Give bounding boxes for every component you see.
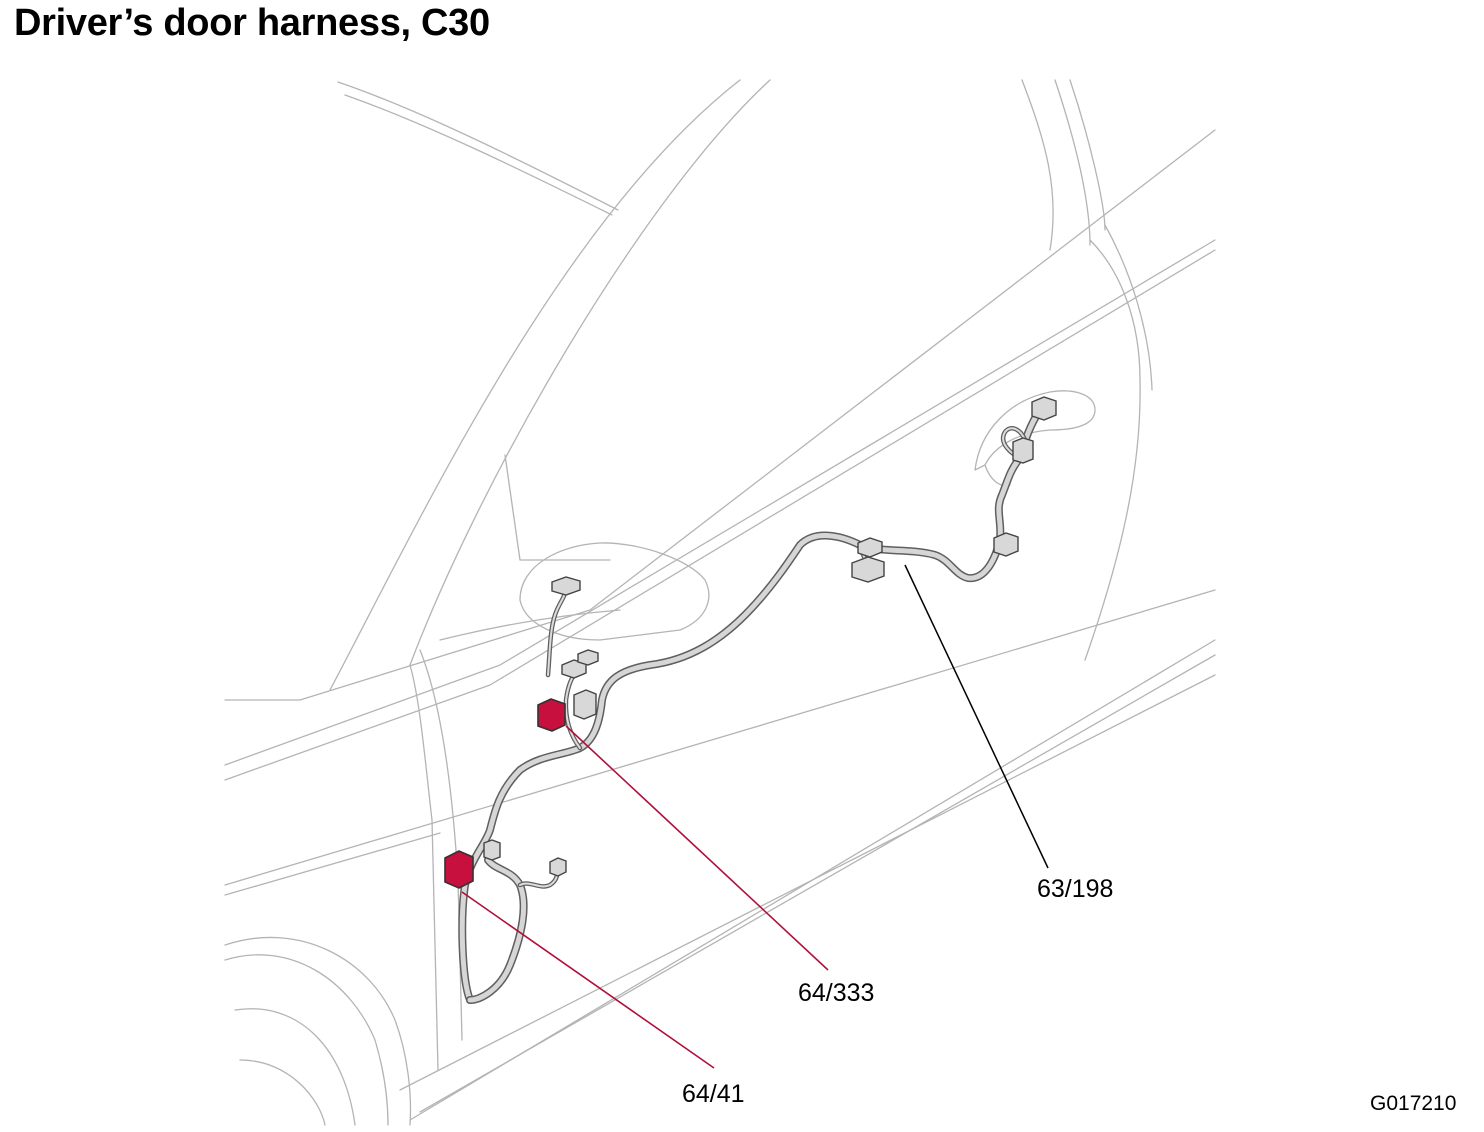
connector bbox=[857, 537, 883, 558]
callout-label-63-198: 63/198 bbox=[1037, 875, 1113, 903]
connector bbox=[573, 689, 597, 720]
car-body-outline bbox=[224, 79, 1216, 1126]
callout-label-64-333: 64/333 bbox=[798, 979, 874, 1007]
connector bbox=[1012, 437, 1034, 464]
connector bbox=[549, 857, 567, 877]
connector bbox=[577, 649, 599, 666]
connector-64-333 bbox=[537, 698, 566, 732]
main-wiring-harness bbox=[458, 406, 1044, 1004]
connectors bbox=[483, 396, 1057, 877]
leader-line-64-41 bbox=[461, 891, 715, 1069]
connector bbox=[851, 556, 885, 583]
figure-id: G017210 bbox=[1370, 1092, 1456, 1115]
leader-line-64-333 bbox=[565, 725, 829, 971]
callout-label-64-41: 64/41 bbox=[682, 1080, 745, 1108]
diagram-title: Driver’s door harness, C30 bbox=[14, 2, 490, 44]
connector bbox=[993, 532, 1019, 557]
leader-line-63-198 bbox=[904, 564, 1049, 869]
connector-64-41 bbox=[444, 850, 474, 889]
connector bbox=[1031, 396, 1057, 421]
connector bbox=[551, 576, 581, 596]
connector bbox=[483, 839, 501, 861]
connector bbox=[561, 659, 587, 679]
